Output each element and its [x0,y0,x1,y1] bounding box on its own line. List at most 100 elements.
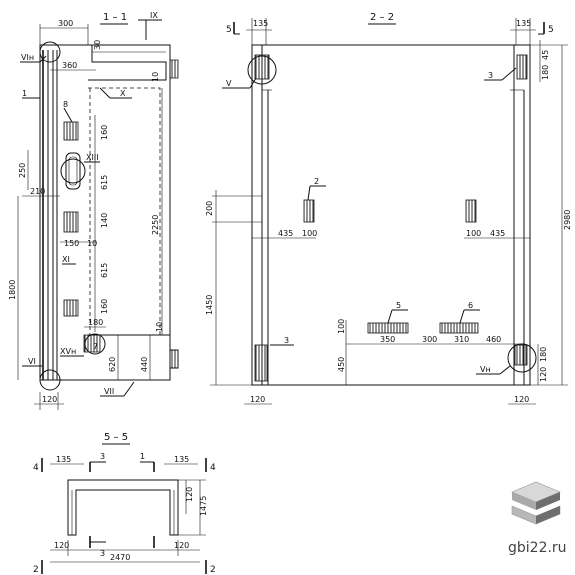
dim-450: 450 [337,357,346,372]
dim-100-right: 100 [466,229,481,238]
section-1-1-title: 1 – 1 [103,12,127,23]
mark-4-left: 4 [33,463,39,473]
embedded-plate-2-left [303,199,315,223]
dim-300: 300 [58,19,73,28]
rib-end-top-left [254,54,270,80]
dim-120-bottom: 120 [539,367,548,382]
dim-2980: 2980 [563,210,572,230]
channel-profile [67,479,179,536]
callout-vi-bottom: VI [28,357,36,366]
section-5-5-title: 5 – 5 [104,432,128,443]
end-detail-top [169,59,179,79]
watermark-text: gbi22.ru [508,540,567,556]
section-1-1: 1 – 1 300 [8,11,179,410]
embedded-plate-7 [83,334,101,353]
dim-310: 310 [454,335,469,344]
embedded-plate-5 [367,322,409,334]
dim-1: 1 [22,89,27,98]
node-circle-mid [60,158,86,184]
callout-3-top: 3 [488,71,493,80]
watermark-logo [511,481,561,525]
dim-135-left: 135 [253,19,268,28]
dim-1800: 1800 [8,280,17,300]
end-detail-bottom [169,349,179,369]
embedded-plate-6 [439,322,479,334]
dim-440: 440 [140,357,149,372]
dim-135-a: 135 [56,455,71,464]
dim-160-a: 160 [100,125,109,140]
dim-360: 360 [62,61,77,70]
callout-xv: XVн [60,347,76,356]
section-mark-5-right: 5 [548,25,554,35]
mark-4-right: 4 [210,463,216,473]
dim-2250: 2250 [151,215,160,235]
rib-end-bottom-right [514,344,528,366]
dim-150: 150 [64,239,79,248]
node-circle-bottom [39,369,61,391]
panel-outline [39,44,171,381]
dim-120-left: 120 [250,395,265,404]
mark-2-right: 2 [210,565,216,575]
callout-xiii: XIII [86,153,99,162]
mark-3-bottom: 3 [100,549,105,558]
section-2-2: 2 – 2 5 5 135 [205,12,572,405]
dim-460: 460 [486,335,501,344]
callout-xi: XI [62,255,70,264]
section-2-2-title: 2 – 2 [370,12,394,23]
rib-end-bottom-left [254,344,268,382]
section-5-5: 5 – 5 4 4 2 2 3 3 1 135 135 120 [33,432,216,575]
callout-vn: Vн [480,365,491,374]
callout-3-bottom: 3 [284,336,289,345]
dim-615-b: 615 [100,263,109,278]
dim-120: 120 [42,395,57,404]
callout-2: 2 [314,177,319,186]
node-circle-top [39,41,61,63]
callout-vii: VII [104,387,114,396]
embedded-plate [63,211,79,233]
callout-6: 6 [468,301,473,310]
dim-180: 180 [88,318,103,327]
dim-120-h: 120 [185,487,194,502]
dim-120-b: 120 [174,541,189,550]
dim-135-b: 135 [174,455,189,464]
dim-140: 140 [100,213,109,228]
dim-30: 30 [93,40,102,50]
callout-x: X [120,89,126,98]
dim-1450: 1450 [205,295,214,315]
dim-350: 350 [380,335,395,344]
dim-435-right: 435 [490,229,505,238]
dim-100-left: 100 [302,229,317,238]
dim-180-right: 180 [541,65,550,80]
dim-10-c: 10 [155,322,164,332]
section-mark-5-left: 5 [226,25,232,35]
dim-2470: 2470 [110,553,130,562]
callout-v: V [226,79,232,88]
node-circle-v [247,55,277,85]
dim-435-left: 435 [278,229,293,238]
embedded-plate-8 [63,121,79,141]
dim-210: 210 [30,187,45,196]
panel-outline-2-2 [251,44,531,386]
dim-300: 300 [422,335,437,344]
callout-ix: IX [150,11,158,20]
hidden-outline [88,87,161,336]
dim-120-right: 120 [514,395,529,404]
callout-5: 5 [396,301,401,310]
lifting-loop [65,152,81,190]
rib-end-top-right [516,54,528,80]
embedded-plate [63,299,79,317]
callout-vi-top: VIн [21,53,34,62]
mark-1: 1 [140,452,145,461]
dim-100-vertical: 100 [337,319,346,334]
dim-160-b: 160 [100,299,109,314]
dim-620: 620 [108,357,117,372]
embedded-plate-2-right [465,199,477,223]
dim-180-bottom: 180 [539,347,548,362]
dim-45: 45 [541,50,550,60]
dim-250: 250 [18,163,27,178]
callout-8: 8 [63,100,68,109]
dim-135-right: 135 [516,19,531,28]
dim-1475: 1475 [199,496,208,516]
dim-120-a: 120 [54,541,69,550]
